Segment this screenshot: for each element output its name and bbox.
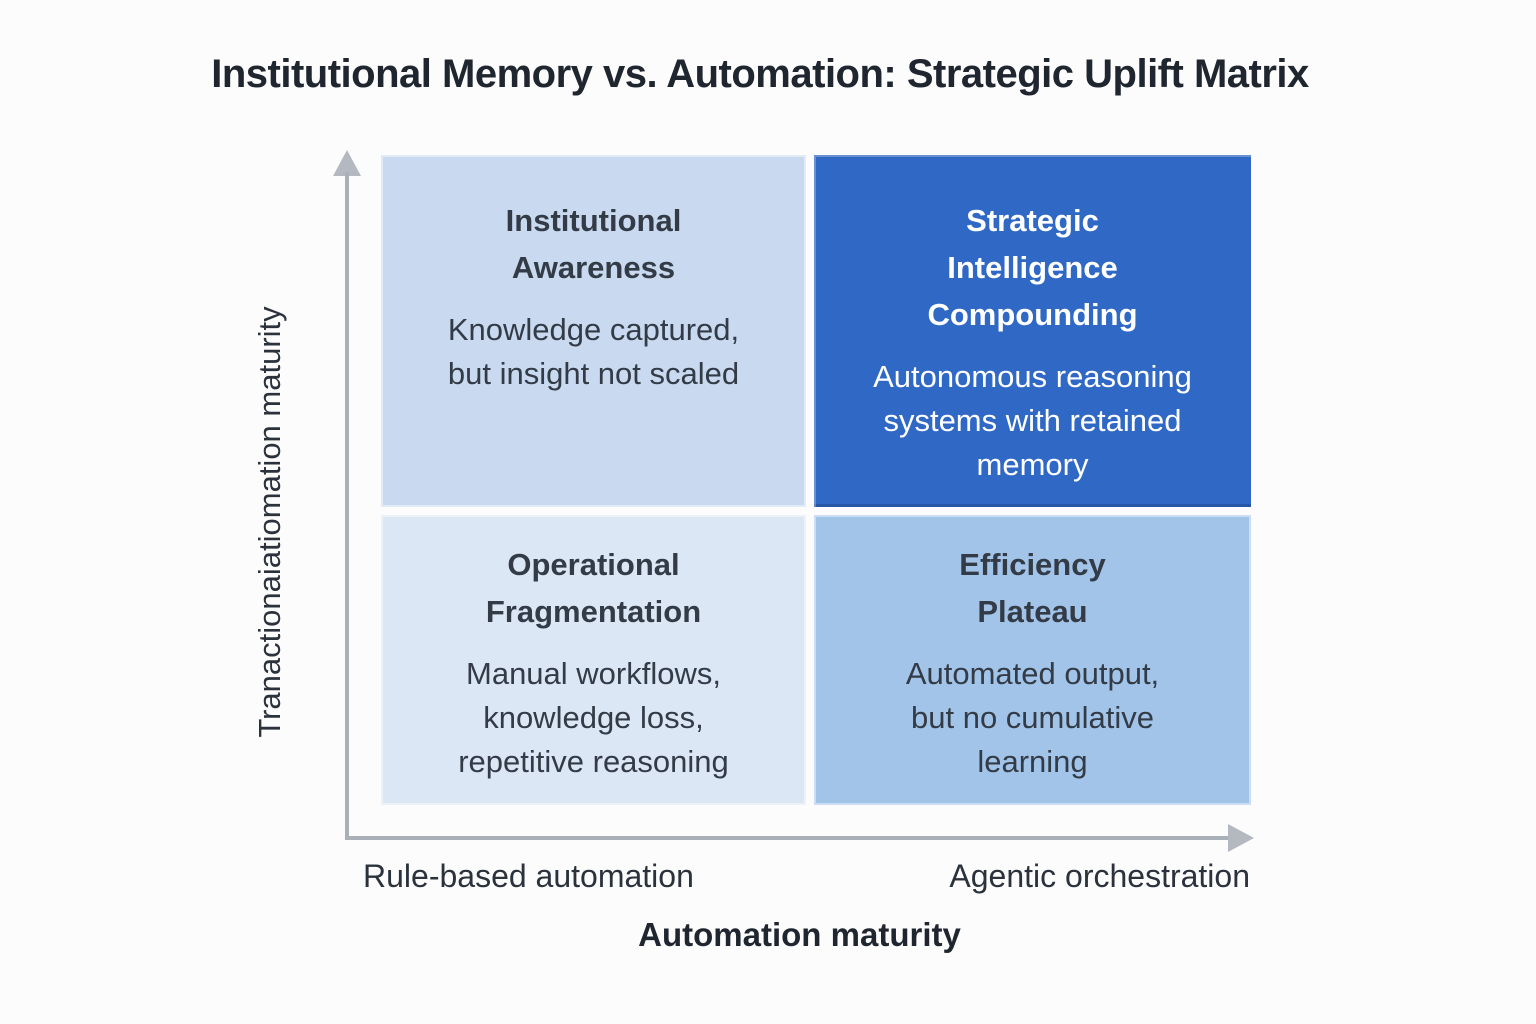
quadrant-heading: Efficiency Plateau	[959, 547, 1106, 629]
x-tick-rule-based-automation: Rule-based automation	[363, 858, 694, 894]
quadrant-strategic-intelligence-compounding: Strategic Intelligence Compounding Auton…	[814, 155, 1251, 507]
quadrant-heading: Strategic Intelligence Compounding	[927, 203, 1138, 332]
quadrant-description: Automated output, but no cumulative lear…	[905, 656, 1160, 779]
quadrant-grid: Institutional Awareness Knowledge captur…	[381, 155, 1251, 805]
x-axis-label: Automation maturity	[638, 916, 961, 953]
quadrant-description: Autonomous reasoning systems with retain…	[873, 359, 1192, 482]
x-axis-ticks: Rule-based automation Agentic orchestrat…	[347, 858, 1252, 895]
y-axis-label: Tranactionaiatiomation maturity	[252, 306, 287, 738]
x-axis-line	[345, 836, 1228, 840]
figure-title: Institutional Memory vs. Automation: Str…	[211, 52, 1309, 96]
quadrant-description: Knowledge captured, but insight not scal…	[447, 312, 740, 391]
quadrant-efficiency-plateau: Efficiency Plateau Automated output, but…	[814, 515, 1251, 805]
quadrant-institutional-awareness: Institutional Awareness Knowledge captur…	[381, 155, 806, 507]
x-tick-agentic-orchestration: Agentic orchestration	[949, 858, 1250, 894]
quadrant-operational-fragmentation: Operational Fragmentation Manual workflo…	[381, 515, 806, 805]
y-axis-line	[345, 172, 349, 840]
x-axis-arrow-icon	[1228, 824, 1254, 852]
quadrant-heading: Institutional Awareness	[505, 203, 682, 285]
quadrant-description: Manual workflows, knowledge loss, repeti…	[458, 656, 729, 779]
quadrant-heading: Operational Fragmentation	[485, 547, 702, 629]
y-axis-arrow-icon	[333, 150, 361, 176]
